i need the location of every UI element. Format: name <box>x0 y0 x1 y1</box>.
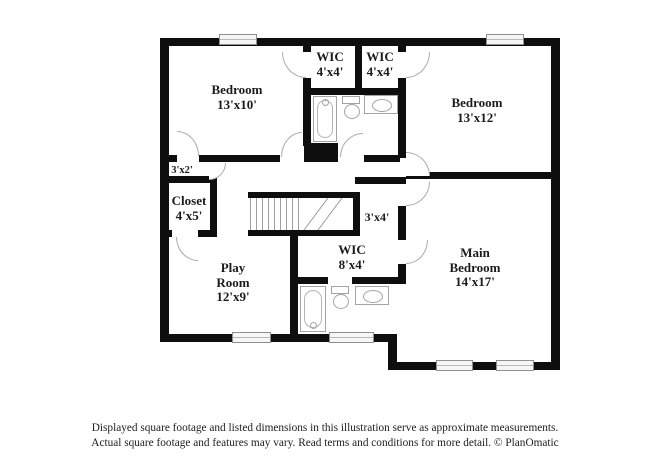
room-name: WIC <box>366 49 394 64</box>
door-arc-icon-bath1 <box>340 133 363 157</box>
disclaimer-text: Displayed square footage and listed dime… <box>0 421 650 450</box>
wall-outer-step <box>388 334 397 370</box>
wall-main-left-b <box>398 264 406 284</box>
faucet-icon <box>310 322 317 329</box>
room-dims: 8'x4' <box>338 256 366 272</box>
toilet-bowl <box>344 104 360 119</box>
disclaimer-line-1: Displayed square footage and listed dime… <box>91 422 559 434</box>
room-name: Closet <box>171 193 207 208</box>
wall-hall-top-right <box>364 155 400 162</box>
room-dims: 4'x4' <box>366 63 394 79</box>
door-arc-icon-closet <box>176 237 198 261</box>
wall-nook34-top <box>355 177 406 184</box>
room-label-hall-nook: 3'x2' <box>162 165 202 177</box>
wall-outer-top <box>160 38 560 46</box>
stairs-icon <box>250 198 304 230</box>
stairs-break-line <box>303 198 343 230</box>
window-icon <box>496 360 534 371</box>
wall-outer-bottom-right <box>388 362 560 370</box>
wall-stairs-top <box>248 192 360 198</box>
door-arc-icon-wic1 <box>282 52 306 78</box>
window-icon <box>329 332 374 343</box>
wall-bed1-bottom-stub <box>169 155 177 162</box>
room-label-nook: 3'x4' <box>355 210 399 224</box>
room-label-bedroom-top-left: Bedroom 13'x10' <box>187 82 287 112</box>
door-arc-icon-bedroom1-left <box>177 131 199 156</box>
wall-bath1-right <box>398 78 406 158</box>
wall-main-left-a <box>398 206 406 240</box>
window-icon <box>232 332 271 343</box>
wall-wic-divider <box>355 46 362 95</box>
room-name: WIC <box>316 49 344 64</box>
room-dims: 13'x10' <box>217 96 257 112</box>
room-name: Bedroom <box>449 259 501 275</box>
door-arc-icon-bedroom2 <box>406 152 430 176</box>
wall-bath1-top <box>303 88 406 95</box>
wall-stairs-right <box>353 198 360 230</box>
sink-icon <box>364 95 398 114</box>
wall-bath1-bottom-block <box>304 143 338 162</box>
wall-closet-bottom-b <box>198 230 217 237</box>
room-name: Main <box>460 245 490 260</box>
wall-nook32-bottom <box>160 176 217 183</box>
room-dims: 4'x5' <box>175 207 203 223</box>
room-label-bedroom-top-right: Bedroom 13'x12' <box>427 95 527 125</box>
wall-bed2-main-divider <box>406 172 551 179</box>
bathtub-icon <box>313 96 337 142</box>
wall-wic1-left-stub <box>303 46 311 52</box>
window-icon <box>486 34 524 45</box>
toilet-icon <box>331 286 349 294</box>
disclaimer-line-2: Actual square footage and features may v… <box>91 436 559 449</box>
room-name: Bedroom <box>451 95 503 110</box>
room-dims: 3'x4' <box>364 210 390 224</box>
wall-outer-bottom-left <box>160 334 397 342</box>
room-label-main-bedroom: Main Bedroom 14'x17' <box>425 245 525 290</box>
wall-outer-left <box>160 38 169 342</box>
window-icon <box>436 360 473 371</box>
door-arc-icon-wic2 <box>406 52 430 78</box>
room-label-closet: Closet 4'x5' <box>166 193 212 223</box>
wall-outer-right <box>551 38 560 370</box>
wall-stairs-bottom <box>248 230 360 236</box>
door-arc-icon-hall-nook <box>209 163 226 180</box>
room-name: Room <box>216 274 250 290</box>
wall-closet-bottom-a <box>160 230 172 237</box>
room-name: Bedroom <box>211 82 263 97</box>
room-label-wic-left: WIC 4'x4' <box>306 49 354 79</box>
room-label-wic-main: WIC 8'x4' <box>327 242 377 272</box>
room-dims: 3'x2' <box>171 165 193 176</box>
door-arc-icon-bedroom1-right <box>281 132 302 157</box>
wall-playroom-right <box>290 236 298 342</box>
faucet-icon <box>322 99 329 106</box>
room-label-wic-right: WIC 4'x4' <box>356 49 404 79</box>
room-name: Play <box>220 260 246 275</box>
toilet-icon <box>342 96 360 104</box>
wall-wic1-bath-left <box>303 78 311 146</box>
wall-wic2-right-stub <box>398 46 406 52</box>
room-name: WIC <box>338 242 366 257</box>
room-dims: 4'x4' <box>316 63 344 79</box>
wall-bath2-top-a <box>290 277 328 284</box>
wall-bed1-bottom <box>199 155 280 162</box>
room-dims: 13'x12' <box>457 109 497 125</box>
sink-basin <box>363 290 383 303</box>
sink-basin <box>372 99 392 112</box>
sink-icon <box>355 286 389 305</box>
window-icon <box>219 34 257 45</box>
wall-bath2-top-b <box>352 277 406 284</box>
room-label-play-room: Play Room 12'x9' <box>203 260 263 305</box>
room-dims: 12'x9' <box>216 289 250 305</box>
wall-closet-right <box>210 176 217 237</box>
toilet-bowl <box>333 294 349 309</box>
room-dims: 14'x17' <box>455 274 495 290</box>
bathtub-icon <box>300 286 326 332</box>
door-arc-icon-main-bedroom <box>406 182 430 206</box>
